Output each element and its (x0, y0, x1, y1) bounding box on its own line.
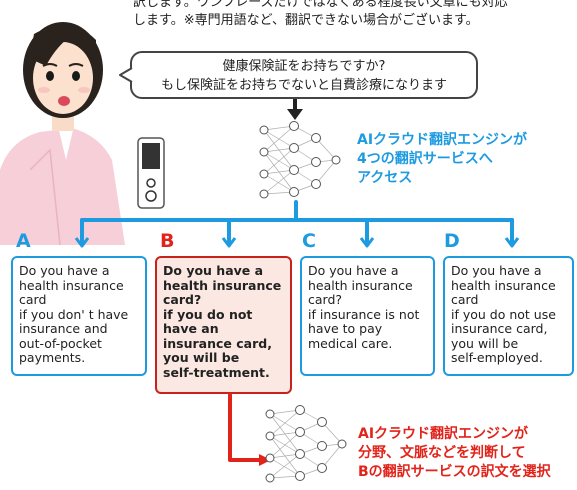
option-c-letter: C (302, 230, 316, 252)
option-b-line: Do you have a (163, 263, 264, 278)
speech-bubble-line-1: 健康保険証をお持ちですか? (222, 59, 386, 74)
option-d-line: you will be (451, 335, 519, 351)
option-a-line: out-of-pocket (19, 335, 102, 351)
option-b-line: insurance card, (163, 335, 272, 351)
option-c-line: if insurance is not (308, 306, 420, 322)
option-d-line: health insurance (451, 277, 556, 293)
option-b-line: if you do not (163, 306, 253, 322)
option-b-letter: B (160, 230, 175, 252)
option-c-line: card? (308, 292, 343, 307)
ai-select-label: AIクラウド翻訳エンジンが 分野、文脈などを判断して Bの翻訳サービスの訳文を選… (358, 425, 551, 482)
receptionist-illustration (0, 22, 125, 245)
ai-select-label-line-3: Bの翻訳サービスの訳文を選択 (358, 464, 551, 480)
ai-select-label-line-1: AIクラウド翻訳エンジンが (358, 426, 529, 442)
option-a-line: Do you have a (19, 263, 110, 278)
ai-access-label-line-2: 4つの翻訳サービスへ (357, 151, 493, 167)
header-text-line-2: します。※専門用語など、翻訳できない場合がございます。 (133, 13, 479, 28)
option-a-line: if you don' t have (19, 306, 129, 322)
option-a-line: payments. (19, 350, 86, 365)
ai-select-label-line-2: 分野、文脈などを判断して (358, 445, 526, 461)
distribution-connectors (74, 200, 520, 248)
option-d-line: card (451, 292, 479, 307)
option-b-line: self-treatment. (163, 364, 270, 380)
option-d-line: Do you have a (451, 263, 542, 278)
speech-bubble: 健康保険証をお持ちですか? もし保険証をお持ちでないと自費診療になります (130, 51, 478, 99)
option-c-box: Do you have a health insurance card? if … (300, 256, 435, 376)
ai-access-label-line-1: AIクラウド翻訳エンジンが (357, 132, 528, 148)
option-c-line: have to pay (308, 321, 383, 336)
option-d-line: if you do not use (451, 306, 556, 322)
translator-device-icon (137, 137, 165, 209)
neural-network-icon-bottom (265, 405, 347, 483)
option-a-line: health insurance (19, 277, 124, 293)
ai-access-label-line-3: アクセス (357, 170, 413, 186)
option-c-line: Do you have a (308, 263, 399, 278)
speech-bubble-line-2: もし保険証をお持ちでないと自費診療になります (160, 78, 447, 93)
down-arrow-icon (287, 99, 303, 120)
option-a-line: insurance and (19, 321, 108, 336)
option-b-line: have an (163, 321, 219, 336)
option-a-line: card (19, 292, 47, 307)
option-d-line: insurance card, (451, 321, 548, 336)
option-c-line: health insurance (308, 277, 413, 293)
option-d-box: Do you have a health insurance card if y… (443, 256, 574, 376)
option-b-line: health insurance (163, 277, 282, 293)
option-b-line: you will be (163, 350, 240, 365)
speech-bubble-tail (119, 67, 134, 83)
option-a-letter: A (16, 230, 31, 252)
option-d-letter: D (444, 230, 460, 252)
option-c-line: medical care. (308, 335, 393, 351)
option-b-line: card? (163, 292, 202, 307)
ai-access-label: AIクラウド翻訳エンジンが 4つの翻訳サービスへ アクセス (357, 131, 527, 188)
option-a-box: Do you have a health insurance card if y… (11, 256, 147, 376)
option-b-box: Do you have a health insurance card? if … (155, 256, 292, 394)
neural-network-icon-top (259, 121, 341, 199)
header-text: 訳します。ワンフレーズだけではなくある程度長い文章にも対応 します。※専門用語な… (133, 0, 573, 30)
option-d-line: self-employed. (451, 350, 543, 365)
selection-connector (228, 393, 271, 466)
header-text-line-1: 訳します。ワンフレーズだけではなくある程度長い文章にも対応 (133, 0, 508, 10)
